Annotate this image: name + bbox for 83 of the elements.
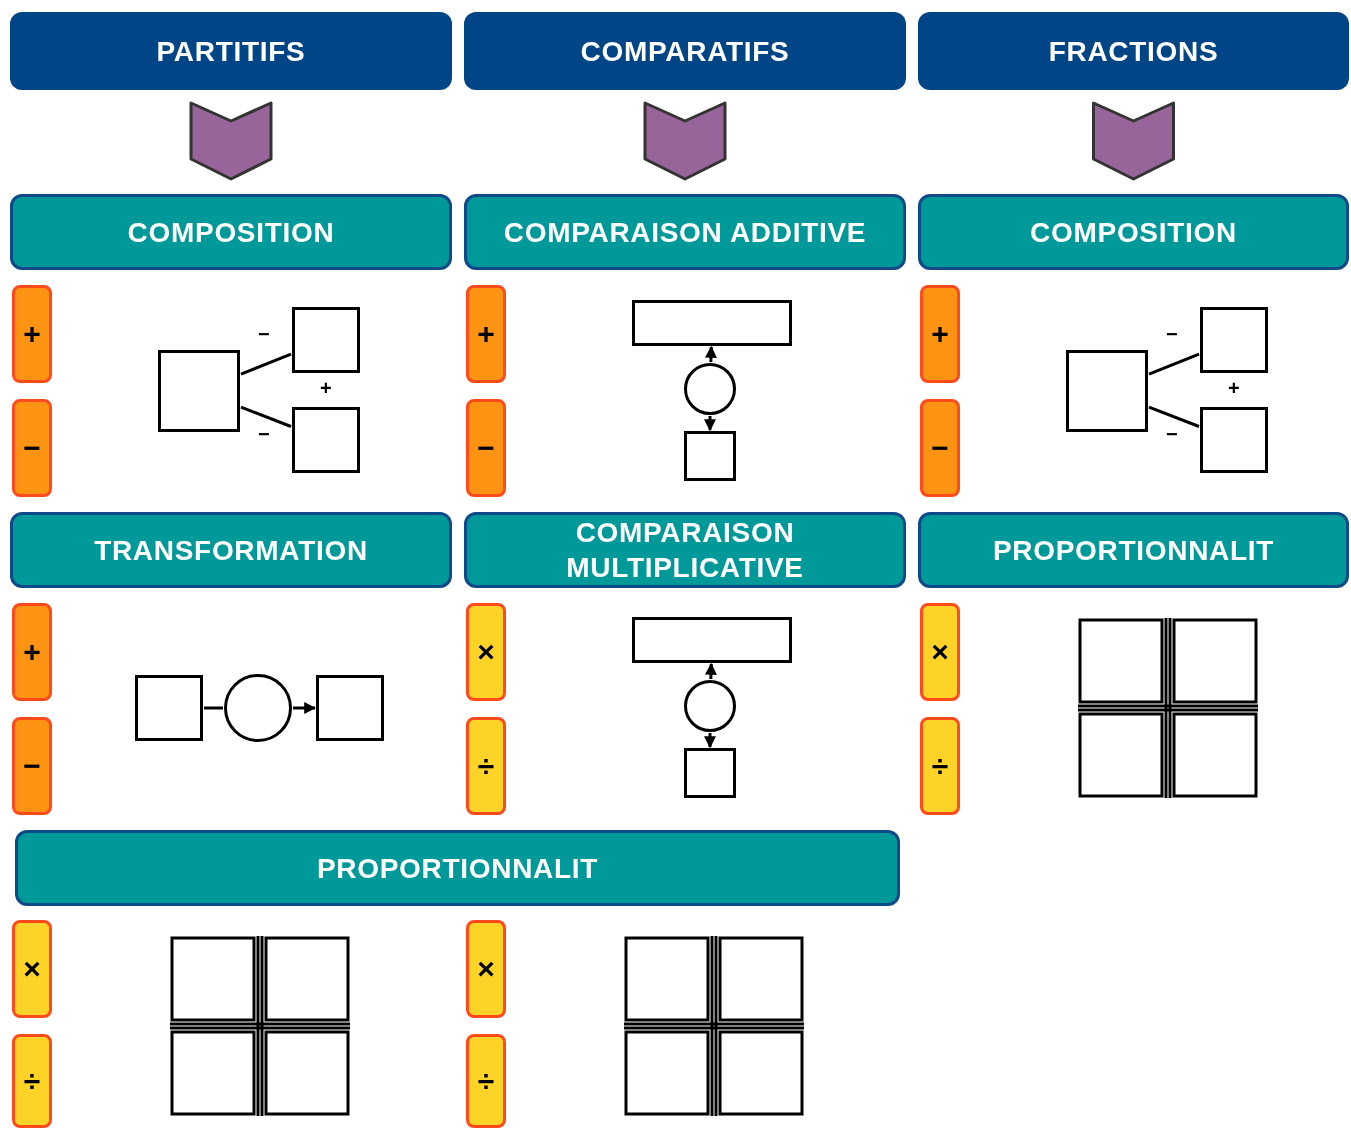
- empty-box: [292, 407, 360, 473]
- empty-box: [135, 675, 203, 741]
- operator-symbol: −: [23, 433, 41, 463]
- operation-tab: [466, 1034, 506, 1128]
- operator-symbol: ×: [477, 954, 495, 984]
- operation-tab: [920, 285, 960, 383]
- operator-symbol: +: [23, 637, 41, 667]
- heading: PARTITIFS: [156, 34, 306, 69]
- sign-label: −: [1166, 424, 1178, 444]
- operation-tab: [12, 603, 52, 701]
- connector: [1148, 352, 1200, 376]
- sign-label: +: [1228, 378, 1240, 398]
- problem-type-banner: [15, 830, 900, 906]
- empty-box: [1200, 307, 1268, 373]
- empty-box: [158, 350, 240, 432]
- connector: [1148, 405, 1200, 428]
- empty-box: [1200, 407, 1268, 473]
- category-header: [918, 12, 1349, 90]
- operator-symbol: ×: [23, 954, 41, 984]
- heading: TRANSFORMATION: [94, 533, 368, 568]
- problem-type-banner: [10, 512, 452, 588]
- problem-type-banner: [464, 512, 906, 588]
- operation-tab: [920, 399, 960, 497]
- heading: COMPOSITION: [127, 215, 335, 250]
- empty-box: [316, 675, 384, 741]
- chevron-arrow: [189, 101, 273, 181]
- operation-tab: [466, 603, 506, 701]
- operation-tab: [12, 920, 52, 1018]
- connector: [704, 345, 717, 363]
- connector: [204, 706, 223, 710]
- connector: [240, 352, 292, 376]
- chevron-arrow: [1092, 101, 1175, 181]
- sign-label: −: [258, 424, 270, 444]
- heading: PROPORTIONNALIT: [316, 851, 599, 886]
- heading: COMPARATIFS: [580, 34, 790, 69]
- empty-box: [684, 431, 736, 481]
- sign-label: +: [320, 378, 332, 398]
- connector: [704, 416, 716, 432]
- heading: PROPORTIONNALIT: [992, 533, 1275, 568]
- heading: COMPARAISON ADDITIVE: [503, 215, 867, 250]
- operation-tab: [920, 603, 960, 701]
- problem-type-banner: [918, 194, 1349, 270]
- operation-tab: [12, 1034, 52, 1128]
- operator-symbol: ÷: [23, 1066, 41, 1096]
- operation-tab: [466, 717, 506, 815]
- connector: [704, 662, 717, 680]
- operator-symbol: +: [23, 319, 41, 349]
- heading: FRACTIONS: [1048, 34, 1219, 69]
- operation-tab: [12, 399, 52, 497]
- operation-tab: [12, 285, 52, 383]
- problem-type-banner: [918, 512, 1349, 588]
- operation-tab: [466, 920, 506, 1018]
- empty-box: [1066, 350, 1148, 432]
- operation-tab: [920, 717, 960, 815]
- operation-tab: [466, 285, 506, 383]
- operator-symbol: ×: [477, 637, 495, 667]
- operator-symbol: ×: [931, 637, 949, 667]
- operator-symbol: ÷: [477, 751, 495, 781]
- operator-symbol: −: [23, 751, 41, 781]
- operation-tab: [466, 399, 506, 497]
- heading: COMPARAISON MULTIPLICATIVE: [565, 516, 805, 585]
- sign-label: −: [258, 324, 270, 344]
- empty-box: [292, 307, 360, 373]
- operator-symbol: ÷: [477, 1066, 495, 1096]
- empty-box: [632, 300, 792, 346]
- connector: [704, 733, 716, 749]
- heading: COMPOSITION: [1030, 215, 1237, 250]
- problem-type-banner: [464, 194, 906, 270]
- operator-symbol: −: [931, 433, 949, 463]
- operator-symbol: +: [931, 319, 949, 349]
- connector: [293, 702, 317, 714]
- sign-label: −: [1166, 324, 1178, 344]
- connector: [240, 405, 292, 428]
- operation-tab: [12, 717, 52, 815]
- chevron-arrow: [643, 101, 727, 181]
- operator-symbol: ÷: [931, 751, 949, 781]
- operator-symbol: −: [477, 433, 495, 463]
- problem-type-banner: [10, 194, 452, 270]
- category-header: [464, 12, 906, 90]
- category-header: [10, 12, 452, 90]
- empty-box: [684, 748, 736, 798]
- operator-symbol: +: [477, 319, 495, 349]
- empty-box: [632, 617, 792, 663]
